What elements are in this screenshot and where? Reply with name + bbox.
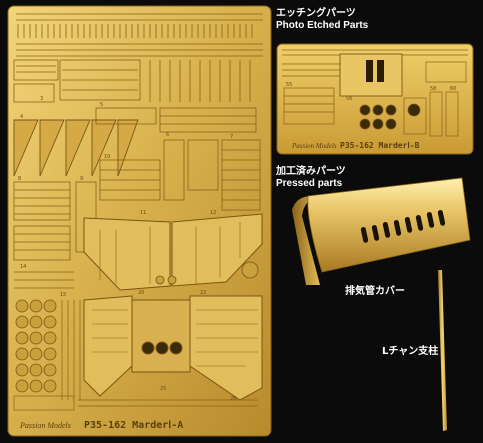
svg-text:5: 5 <box>100 102 103 108</box>
photo-etched-label: エッチングパーツ Photo Etched Parts <box>276 8 368 32</box>
center-holes <box>141 341 183 355</box>
svg-text:58: 58 <box>430 86 436 92</box>
wing-panel-lines <box>92 222 258 367</box>
small-etched-fret: 55 56 58 60 Passion Models P35-162 Marde… <box>276 43 474 155</box>
large-fret-brand-stamp: Passion Models P35-162 MarderⅠ-A <box>19 420 183 431</box>
small-fret-brand: Passion Models <box>291 142 337 150</box>
svg-text:11: 11 <box>140 210 146 216</box>
l-channel-post-bar <box>438 270 447 431</box>
photo-etched-label-jp: エッチングパーツ <box>276 8 356 19</box>
svg-text:8: 8 <box>18 176 21 182</box>
large-fret-brand: Passion Models <box>19 421 71 430</box>
svg-text:25: 25 <box>160 386 166 392</box>
svg-text:6: 6 <box>166 132 169 138</box>
svg-text:26: 26 <box>230 396 236 402</box>
exhaust-cover-top <box>307 177 471 273</box>
lower-strips <box>13 271 258 411</box>
large-etched-fret: 3 4 5 6 7 8 9 10 11 12 14 15 20 22 25 26… <box>7 5 272 437</box>
svg-text:9: 9 <box>80 176 83 182</box>
exhaust-cover-slots <box>360 210 446 243</box>
pressed-parts-label-en: Pressed parts <box>276 178 343 189</box>
triangle-parts <box>13 119 139 177</box>
l-channel-post-part <box>438 270 447 431</box>
svg-text:10: 10 <box>104 154 110 160</box>
large-fret-code: P35-162 MarderⅠ-A <box>84 420 183 431</box>
fret-part-numbers: 3 4 5 6 7 8 9 10 11 12 14 15 20 22 25 26 <box>18 96 236 402</box>
small-fret-side-parts <box>283 61 467 137</box>
exhaust-cover-label: 排気管カバー <box>345 286 405 298</box>
svg-text:15: 15 <box>60 292 66 298</box>
circle-grid <box>15 261 259 393</box>
svg-text:20: 20 <box>138 290 144 296</box>
small-fret-code: P35-162 MarderⅠ-B <box>340 141 420 150</box>
small-fret-holes <box>359 103 421 130</box>
l-channel-post-label: Lチャン支柱 <box>382 346 438 358</box>
photo-etched-label-en: Photo Etched Parts <box>276 20 369 31</box>
small-fret-window-left <box>366 60 373 82</box>
pressed-parts-label: 加工済みパーツ Pressed parts <box>276 166 346 190</box>
svg-text:60: 60 <box>450 86 456 92</box>
mid-grid-parts <box>13 107 261 261</box>
small-fret-plate <box>276 43 474 155</box>
svg-text:56: 56 <box>346 96 352 102</box>
l-channel-post-label-text: Lチャン支柱 <box>382 346 439 357</box>
left-strips <box>13 59 141 103</box>
top-strips <box>16 13 263 102</box>
svg-text:7: 7 <box>230 134 233 140</box>
svg-text:55: 55 <box>286 82 292 88</box>
exhaust-cover-part <box>292 177 471 285</box>
exhaust-cover-side <box>292 196 320 285</box>
svg-text:12: 12 <box>210 210 216 216</box>
svg-text:3: 3 <box>40 96 43 102</box>
pressed-parts-label-jp: 加工済みパーツ <box>276 166 346 177</box>
svg-text:14: 14 <box>20 264 26 270</box>
svg-text:22: 22 <box>200 290 206 296</box>
wing-panels <box>83 213 263 401</box>
svg-text:4: 4 <box>20 114 23 120</box>
small-fret-part-numbers: 55 56 58 60 <box>286 82 456 102</box>
small-fret-window-right <box>377 60 384 82</box>
exhaust-cover-label-text: 排気管カバー <box>345 286 405 297</box>
